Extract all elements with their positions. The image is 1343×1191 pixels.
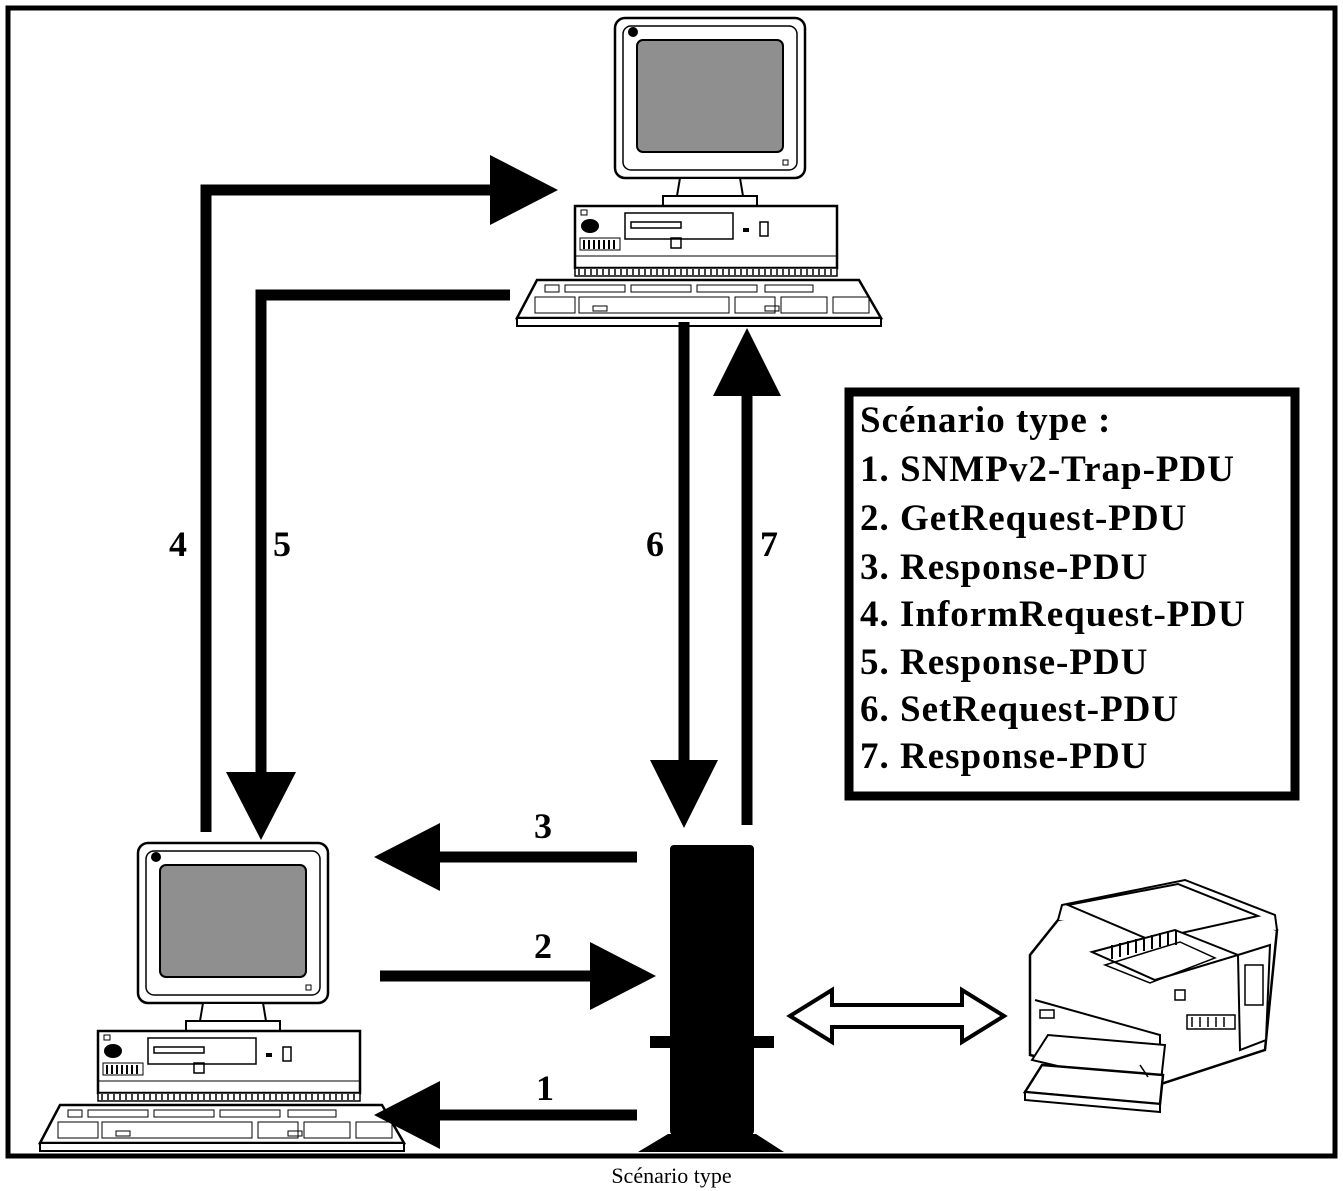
legend-item: 7. Response-PDU [860, 736, 1148, 777]
top-manager-computer-icon [515, 16, 883, 328]
arrow-4 [200, 155, 558, 832]
legend-item: 2. GetRequest-PDU [860, 498, 1187, 539]
legend-item: 3. Response-PDU [860, 547, 1148, 588]
arrow-7 [713, 328, 781, 825]
legend-item: 5. Response-PDU [860, 642, 1148, 683]
legend-title: Scénario type : [860, 400, 1111, 441]
step-label-2: 2 [534, 926, 552, 966]
arrow-6 [650, 322, 718, 828]
legend-item: 6. SetRequest-PDU [860, 689, 1179, 730]
legend-box: Scénario type : 1. SNMPv2-Trap-PDU 2. Ge… [844, 387, 1300, 801]
step-label-3: 3 [534, 806, 552, 846]
arrow-2 [380, 942, 656, 1010]
step-label-5: 5 [273, 524, 291, 564]
step-label-7: 7 [760, 524, 778, 564]
bottom-manager-computer-icon [38, 841, 406, 1153]
arrow-1 [374, 1081, 637, 1149]
figure-caption: Scénario type [611, 1163, 732, 1188]
printer-icon [1022, 878, 1279, 1114]
arrow-5 [226, 289, 510, 840]
agent-printer-link-arrow [786, 986, 1008, 1046]
step-label-1: 1 [536, 1068, 554, 1108]
legend-item: 1. SNMPv2-Trap-PDU [860, 449, 1235, 490]
diagram-frame [5, 5, 1338, 1159]
agent-device-icon [638, 845, 784, 1152]
step-label-4: 4 [169, 524, 187, 564]
legend-item: 4. InformRequest-PDU [860, 594, 1246, 635]
arrow-3 [374, 823, 637, 891]
step-label-6: 6 [646, 524, 664, 564]
